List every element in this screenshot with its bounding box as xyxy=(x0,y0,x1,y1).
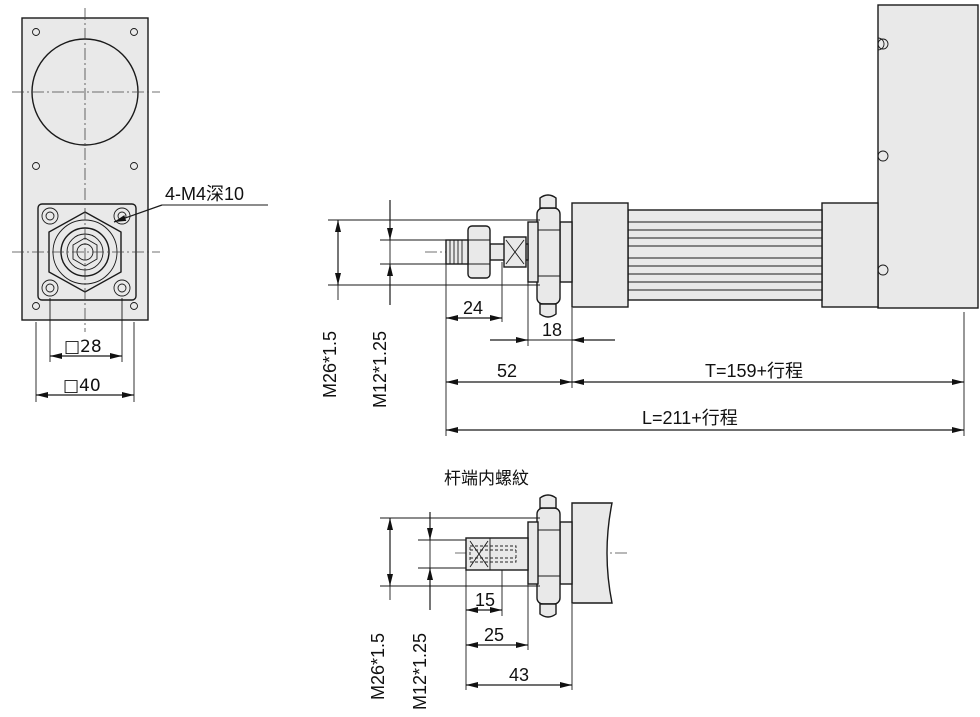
detail-rod xyxy=(465,537,529,571)
detail-flange-ring xyxy=(559,521,573,585)
side-view xyxy=(328,4,979,436)
dim-T-label: T=159+行程 xyxy=(705,361,803,381)
front-cap xyxy=(571,202,629,308)
front-hole xyxy=(32,302,40,310)
front-inner-hex xyxy=(72,237,98,267)
detail-thread-m26-label: M26*1.5 xyxy=(368,633,388,700)
square-40-label: □40 xyxy=(63,376,101,396)
neck xyxy=(527,221,539,283)
detail-thread-m12-label: M12*1.25 xyxy=(410,633,430,710)
front-hole xyxy=(130,28,138,36)
thread-stud xyxy=(445,239,469,265)
detail-neck xyxy=(527,521,539,585)
detail-25-label: 25 xyxy=(484,625,504,645)
m4-hole xyxy=(41,279,59,297)
detail-nut xyxy=(536,507,561,605)
detail-cylinder-break xyxy=(571,502,613,604)
front-hole xyxy=(130,162,138,170)
detail-15-label: 15 xyxy=(475,590,495,610)
rod-end-nut xyxy=(467,225,491,279)
square-28-label: □28 xyxy=(64,337,102,357)
cylinder-barrel xyxy=(627,209,823,301)
mounting-nut xyxy=(536,207,561,305)
mounting-block xyxy=(877,4,979,309)
dim-L-label: L=211+行程 xyxy=(642,408,738,428)
dim-18-label: 18 xyxy=(542,320,562,340)
mounting-holes-label: 4-M4深10 xyxy=(165,184,244,204)
end-cap xyxy=(821,202,879,308)
m4-hole xyxy=(113,279,131,297)
detail-internal-thread xyxy=(469,545,517,563)
front-view xyxy=(12,8,268,402)
flange-ring xyxy=(559,221,573,283)
detail-title: 杆端内螺紋 xyxy=(444,469,529,489)
front-hole xyxy=(130,302,138,310)
front-hole xyxy=(32,162,40,170)
m4-hole xyxy=(41,207,59,225)
thread-m12-label: M12*1.25 xyxy=(370,331,390,408)
detail-view xyxy=(380,494,628,690)
front-hole xyxy=(32,28,40,36)
dim-52-label: 52 xyxy=(497,361,517,381)
thread-m26-label: M26*1.5 xyxy=(320,331,340,398)
detail-43-label: 43 xyxy=(509,665,529,685)
dim-24-label: 24 xyxy=(463,298,483,318)
